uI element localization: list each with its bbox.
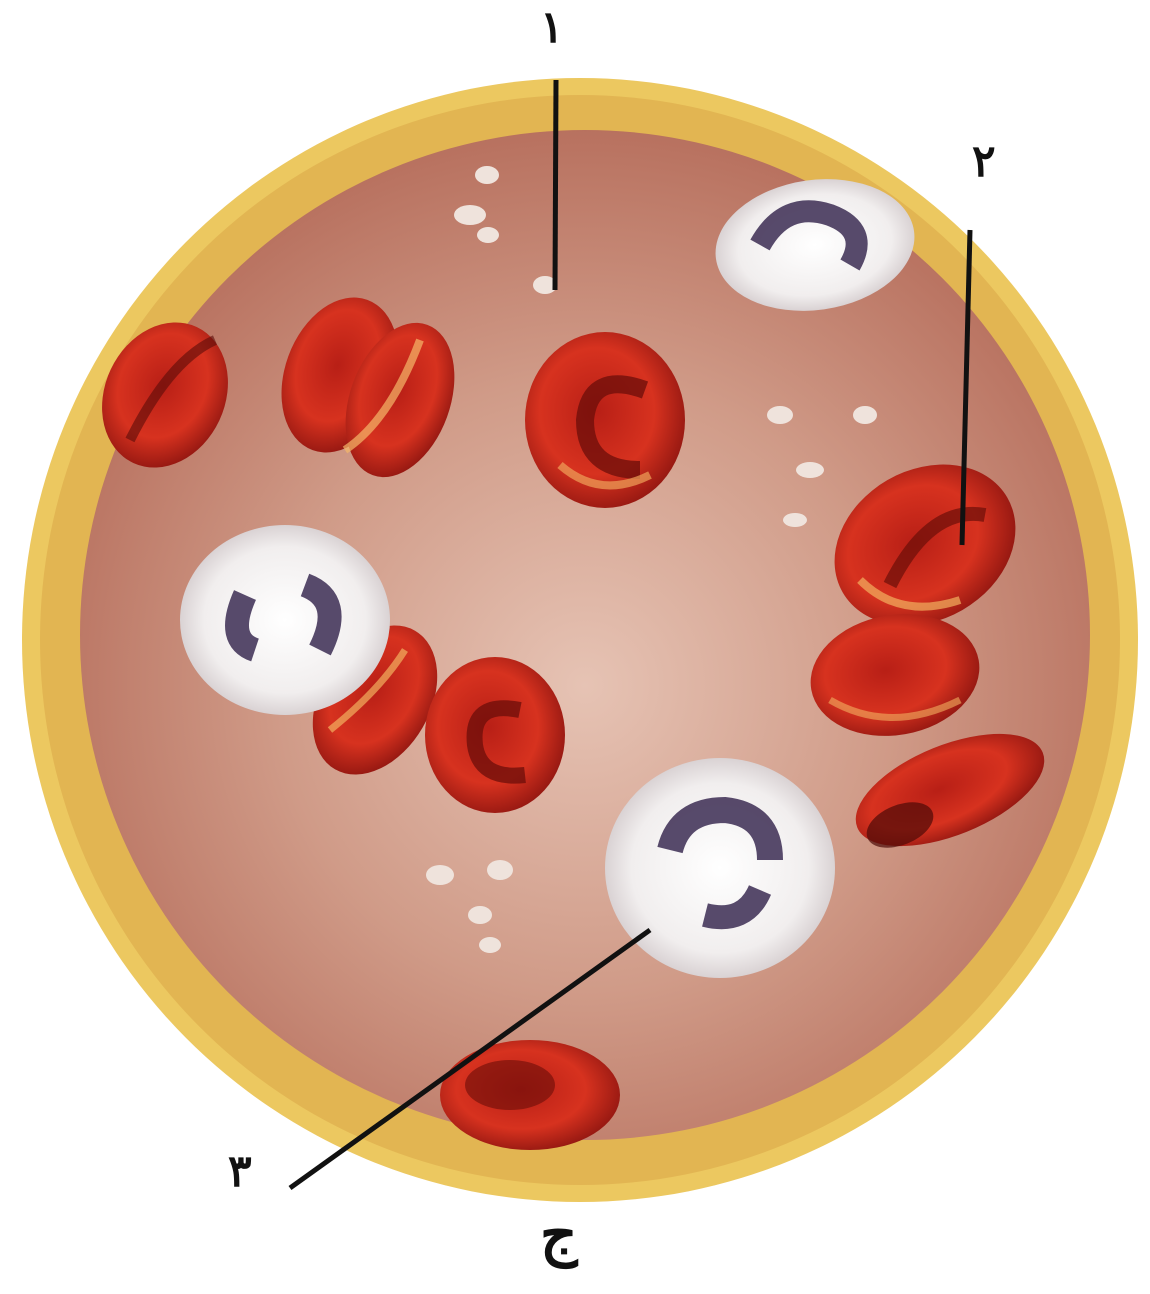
red-blood-cell: [525, 332, 685, 508]
figure-caption-letter: ج: [540, 1205, 577, 1263]
white-blood-cell: [605, 758, 835, 978]
label-platelet-number: ١: [540, 6, 564, 50]
red-blood-cell: [425, 657, 565, 813]
label-red-blood-cell-number: ٢: [972, 140, 996, 184]
label-white-blood-cell-number: ٣: [228, 1150, 252, 1194]
white-blood-cell: [180, 525, 390, 715]
red-blood-cell: [440, 1040, 620, 1150]
leader-line-1: [555, 80, 556, 290]
